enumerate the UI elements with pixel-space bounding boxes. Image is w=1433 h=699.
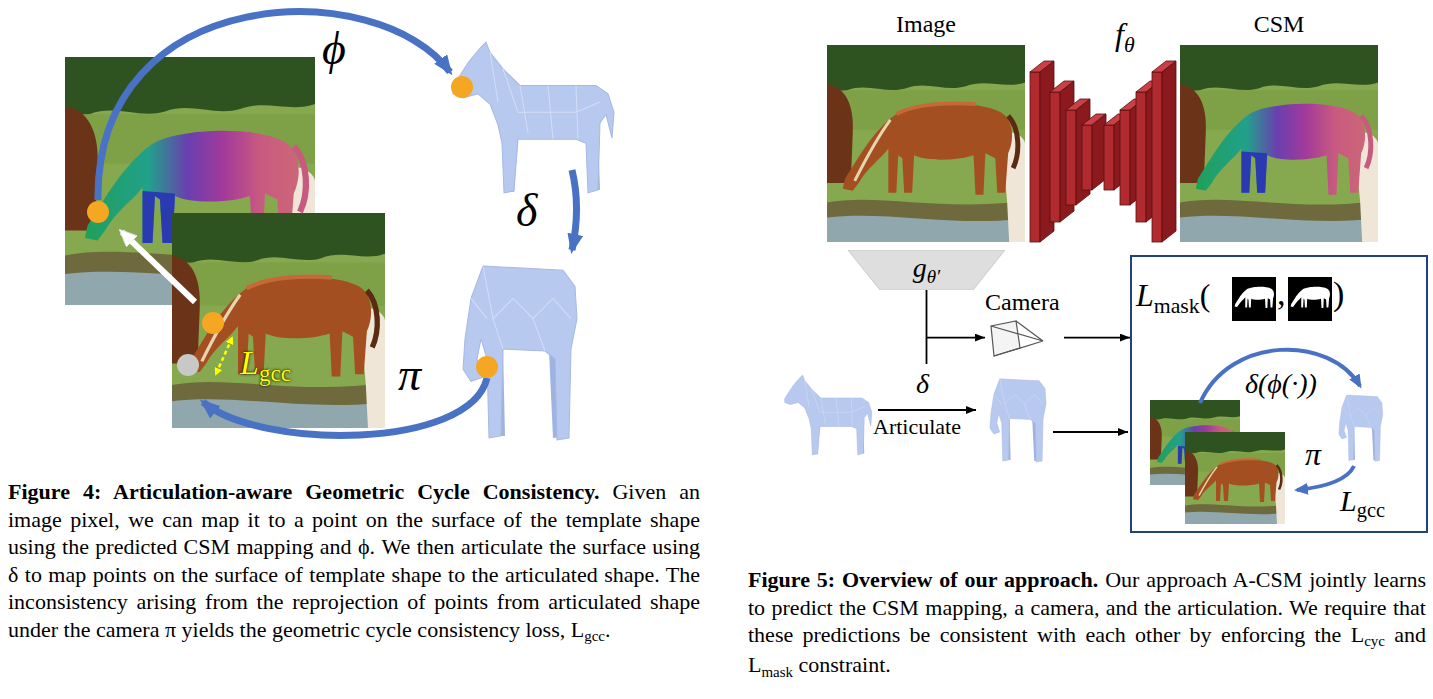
point-dot — [451, 76, 473, 98]
pi-arrow — [203, 378, 487, 435]
text-group: , — [1277, 277, 1286, 311]
delta-arrow — [572, 170, 577, 250]
text-group: ) — [1333, 277, 1344, 311]
network-name: f — [1115, 16, 1124, 52]
network-layers — [1162, 61, 1176, 242]
articulate-arrow — [878, 409, 976, 411]
network-layers — [1050, 92, 1060, 222]
text-group: Image — [896, 12, 956, 36]
text-group: gθ′ — [913, 254, 941, 286]
network-layers — [1066, 110, 1076, 205]
branch-line — [926, 338, 928, 364]
network-layers — [1136, 92, 1146, 222]
mask-image — [1288, 277, 1332, 321]
network-subscript: θ′ — [927, 266, 941, 287]
camera-box: Camera — [985, 290, 1064, 360]
connector-arrow — [1064, 337, 1130, 339]
label-group: δ — [916, 370, 929, 398]
phi-arrow — [98, 12, 450, 200]
network-layers — [1152, 72, 1162, 242]
loss-subscript: gcc — [259, 360, 291, 386]
figure-caption: Figure 4: Articulation-aware Geometric C… — [8, 478, 700, 646]
caption-text: gcc — [584, 628, 605, 644]
comma: , — [1277, 275, 1286, 312]
caption-text: . — [605, 617, 611, 642]
network-name: g — [913, 252, 927, 283]
loss-subscript: mask — [1154, 294, 1200, 318]
text-group: π — [1305, 438, 1321, 470]
mapping-label: δ(ϕ(·)) — [1245, 368, 1317, 399]
bracket: ) — [1333, 275, 1344, 312]
cycle-arrow — [1200, 350, 1360, 403]
figure-4-illustration — [65, 12, 614, 440]
camera-symbol: π — [1305, 436, 1321, 472]
math-symbol: δ — [516, 185, 537, 236]
mask-image — [1232, 277, 1276, 321]
caption-text: cyc — [1364, 633, 1385, 649]
template-mesh — [453, 42, 614, 193]
bracket: ( — [1200, 277, 1211, 313]
network-layers — [1104, 125, 1114, 190]
csm-output-panel: CSM — [1180, 8, 1378, 244]
text-group: δ(ϕ(·)) — [1245, 370, 1317, 398]
label-group: Lgcc — [240, 346, 291, 385]
network-subscript: θ — [1124, 33, 1135, 57]
point-dot — [87, 201, 109, 223]
loss-box: Lmask(,)δ(ϕ(·))πLgcc — [1130, 255, 1428, 533]
text-group: fθ — [1115, 18, 1135, 56]
caption-text: Figure 5: Overview of our approach. — [748, 567, 1098, 592]
input-photo — [827, 45, 1025, 242]
label-group: ϕ — [322, 26, 346, 72]
loss-subscript: gcc — [1357, 499, 1385, 521]
network-layers — [1082, 125, 1092, 190]
caption-text: Figure 4: Articulation-aware Geometric C… — [8, 479, 599, 504]
csm-photo — [1180, 45, 1378, 242]
articulated-mesh — [463, 266, 577, 440]
math-symbol: ϕ — [322, 23, 346, 74]
network-layers — [1030, 61, 1176, 242]
camera-icon — [991, 321, 1043, 356]
label-group: δ — [516, 188, 537, 234]
camera-icon — [991, 321, 1020, 356]
caption-text: constraint. — [793, 652, 891, 677]
arrow-label: Articulate — [873, 414, 961, 439]
network-layers — [1030, 72, 1040, 242]
trapezoid-shape — [848, 250, 1005, 290]
error-arrow — [216, 338, 232, 374]
prediction-head: gθ′ — [848, 250, 1005, 290]
label-group: Articulate — [873, 416, 961, 438]
figure-caption: Figure 5: Overview of our approach. Our … — [748, 566, 1426, 681]
camera-label: Camera — [985, 289, 1060, 315]
pixel-dot — [177, 354, 199, 376]
text-group: CSM — [1254, 12, 1305, 36]
loss-symbol: L — [240, 344, 259, 381]
math-symbol: δ — [916, 368, 929, 399]
caption-text: mask — [761, 664, 793, 680]
panel-title: CSM — [1254, 11, 1305, 37]
text-group: Camera — [985, 290, 1060, 314]
loss-symbol: L — [1340, 484, 1357, 517]
camera-icon — [988, 320, 1048, 360]
point-dot — [476, 356, 498, 378]
figure-5-illustration — [785, 45, 1383, 524]
panel-title: Image — [896, 11, 956, 37]
articulated-mesh — [990, 379, 1046, 462]
text-group: Lgcc — [1340, 486, 1385, 521]
math-symbol: π — [398, 349, 421, 400]
label-group: π — [398, 352, 421, 398]
network-block: fθ — [1030, 14, 1176, 246]
input-image-panel: Image — [827, 8, 1025, 244]
mesh-arrow — [1053, 431, 1128, 433]
photo — [172, 213, 385, 428]
text-group: Lmask( — [1136, 279, 1210, 317]
network-layers — [1120, 110, 1130, 205]
connector-arrow — [927, 290, 986, 338]
point-dot — [202, 312, 224, 334]
loss-symbol: L — [1136, 277, 1154, 313]
template-mesh — [785, 375, 872, 455]
photo — [1185, 432, 1285, 524]
white-arrow — [122, 232, 195, 302]
articulated-mesh — [1339, 395, 1383, 461]
